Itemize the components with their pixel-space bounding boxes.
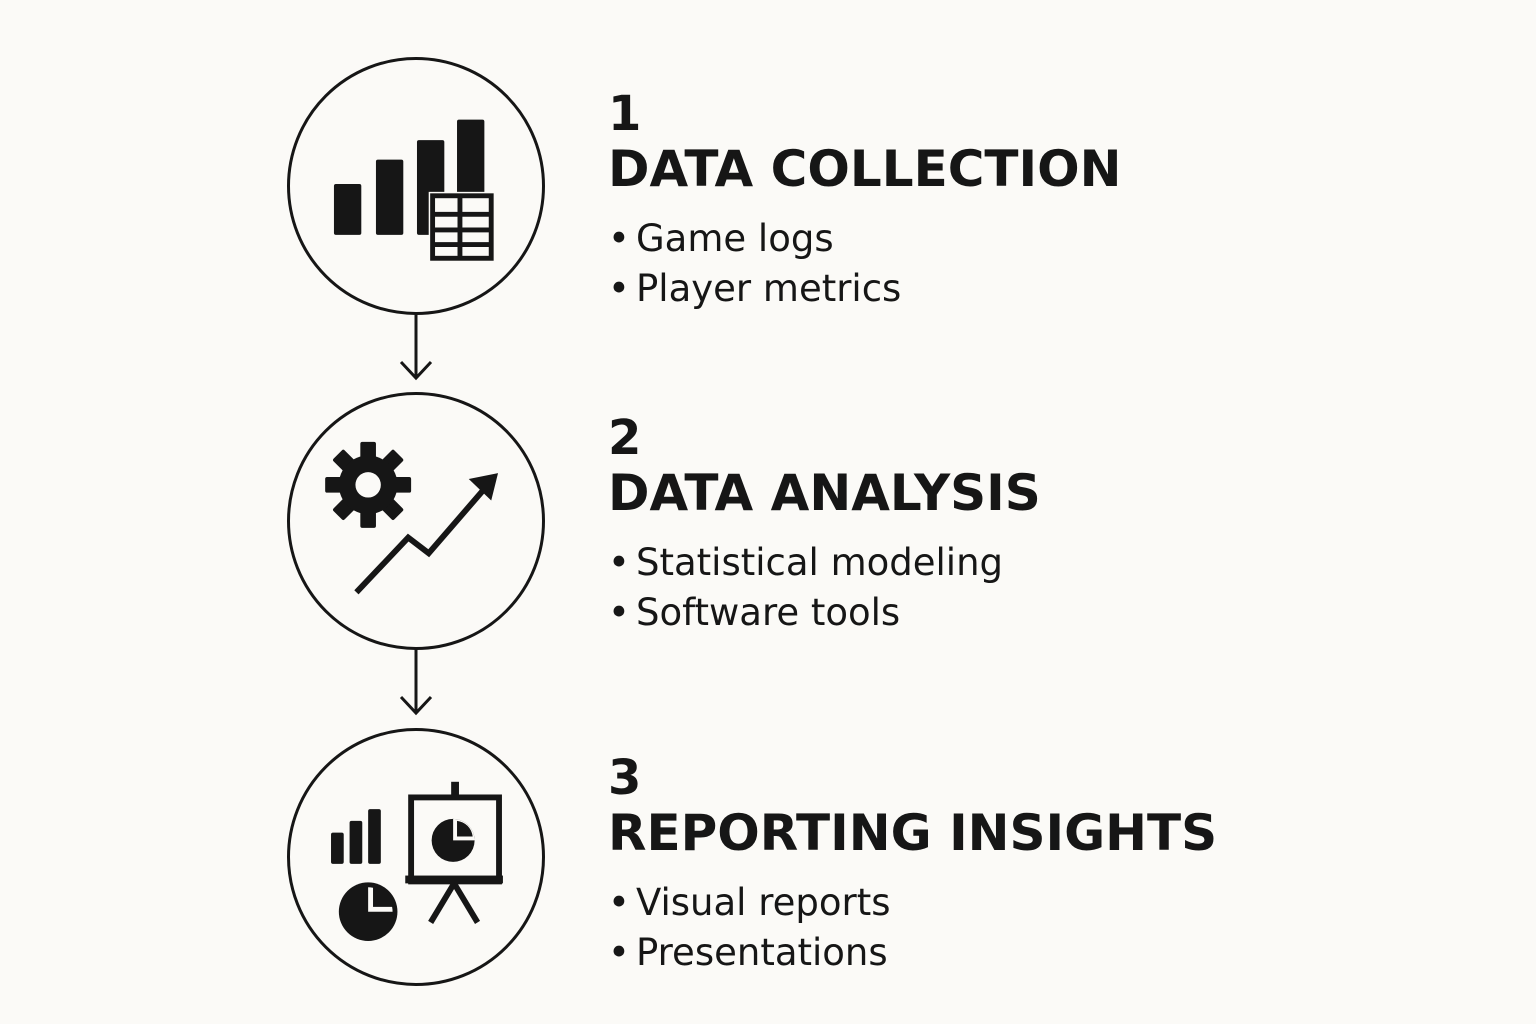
bullet-item: •Game logs	[608, 214, 1368, 264]
bullet-glyph: •	[608, 541, 630, 584]
gear-trend-arrow-icon	[325, 441, 499, 595]
step-2-bullets: •Statistical modeling •Software tools	[608, 538, 1368, 638]
step-2-circle	[287, 392, 545, 650]
bullet-glyph: •	[608, 267, 630, 310]
bullet-label: Visual reports	[636, 881, 891, 924]
bullet-item: •Software tools	[608, 588, 1368, 638]
charts-presentation-board-icon	[331, 781, 503, 941]
bullet-glyph: •	[608, 931, 630, 974]
bullet-label: Game logs	[636, 217, 834, 260]
bullet-label: Software tools	[636, 591, 901, 634]
step-1-bullets: •Game logs •Player metrics	[608, 214, 1368, 314]
step-2-number: 2	[608, 410, 642, 466]
step-1-number: 1	[608, 86, 642, 142]
step-2-title: DATA ANALYSIS	[608, 464, 1041, 522]
bullet-item: •Presentations	[608, 928, 1368, 978]
bullet-glyph: •	[608, 591, 630, 634]
step-3-circle	[287, 728, 545, 986]
step-1-circle	[287, 57, 545, 315]
bar-chart-table-icon	[333, 119, 494, 261]
bullet-label: Statistical modeling	[636, 541, 1004, 584]
step-3-number: 3	[608, 750, 642, 806]
bullet-label: Presentations	[636, 931, 888, 974]
bullet-glyph: •	[608, 881, 630, 924]
bullet-item: •Statistical modeling	[608, 538, 1368, 588]
down-arrow-connector-1	[399, 314, 433, 381]
step-1-text: 1 DATA COLLECTION •Game logs •Player met…	[608, 90, 1368, 314]
bullet-item: •Player metrics	[608, 264, 1368, 314]
bullet-glyph: •	[608, 217, 630, 260]
step-2-text: 2 DATA ANALYSIS •Statistical modeling •S…	[608, 414, 1368, 638]
bullet-label: Player metrics	[636, 267, 902, 310]
step-3-text: 3 REPORTING INSIGHTS •Visual reports •Pr…	[608, 754, 1368, 978]
step-3-bullets: •Visual reports •Presentations	[608, 878, 1368, 978]
step-3-title: REPORTING INSIGHTS	[608, 804, 1218, 862]
down-arrow-connector-2	[399, 649, 433, 716]
step-1-title: DATA COLLECTION	[608, 140, 1122, 198]
bullet-item: •Visual reports	[608, 878, 1368, 928]
